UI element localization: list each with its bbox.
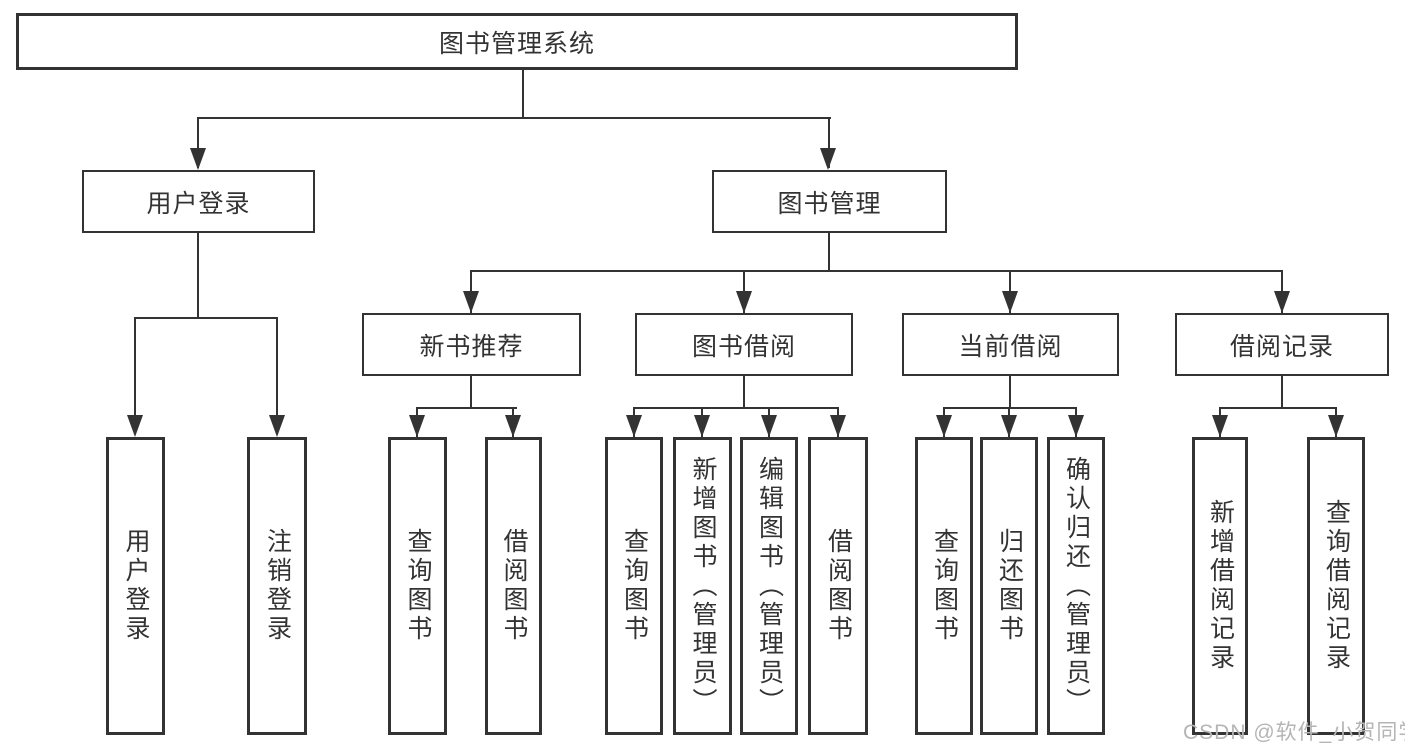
leaf-query-book-borrow: 查询图书 (605, 437, 663, 735)
arrow-down-icon (1002, 291, 1018, 313)
connector-line (276, 317, 278, 425)
connector-line (134, 317, 136, 425)
leaf-query-book-current: 查询图书 (915, 437, 973, 735)
arrow-down-icon (1001, 415, 1017, 437)
arrow-down-icon (409, 415, 425, 437)
connector-line (633, 407, 839, 409)
arrow-down-icon (820, 148, 836, 170)
arrow-down-icon (505, 415, 521, 437)
leaf-logout: 注销登录 (247, 437, 307, 735)
arrow-down-icon (127, 415, 143, 437)
node-user-login: 用户登录 (82, 170, 315, 233)
connector-line (134, 317, 278, 319)
arrow-down-icon (1328, 415, 1344, 437)
connector-line (197, 117, 199, 168)
arrow-down-icon (1212, 415, 1228, 437)
arrow-down-icon (936, 415, 952, 437)
node-new-book-recommend: 新书推荐 (362, 313, 581, 376)
leaf-edit-book-admin: 编辑图书（管理员） (740, 437, 798, 735)
watermark-text: CSDN @软件_小贺同学 (1183, 721, 1405, 744)
leaf-borrow-book-recommend: 借阅图书 (485, 437, 542, 735)
arrow-down-icon (694, 415, 710, 437)
node-current-borrow: 当前借阅 (902, 313, 1119, 376)
connector-line (197, 233, 199, 319)
arrow-down-icon (1274, 291, 1290, 313)
arrow-down-icon (1068, 415, 1084, 437)
arrow-down-icon (269, 415, 285, 437)
connector-line (828, 233, 830, 270)
arrow-down-icon (463, 291, 479, 313)
connector-line (743, 376, 745, 407)
leaf-add-book-admin: 新增图书（管理员） (673, 437, 732, 735)
connector-line (416, 407, 517, 409)
arrow-down-icon (761, 415, 777, 437)
connector-line (1281, 376, 1283, 407)
connector-line (470, 376, 472, 407)
leaf-return-book: 归还图书 (980, 437, 1038, 735)
leaf-borrow-book-borrow: 借阅图书 (808, 437, 868, 735)
connector-line (943, 407, 1077, 409)
leaf-add-borrow-record: 新增借阅记录 (1192, 437, 1248, 735)
leaf-user-login: 用户登录 (106, 437, 165, 735)
node-borrow-record: 借阅记录 (1175, 313, 1389, 376)
node-library-management-system: 图书管理系统 (16, 13, 1018, 70)
connector-line (828, 117, 830, 168)
connector-line (1009, 376, 1011, 407)
leaf-query-book-recommend: 查询图书 (388, 437, 447, 735)
node-book-management: 图书管理 (712, 170, 947, 233)
node-book-borrow: 图书借阅 (635, 313, 853, 376)
leaf-confirm-return-admin: 确认归还（管理员） (1047, 437, 1105, 735)
leaf-query-borrow-record: 查询借阅记录 (1307, 437, 1365, 735)
arrow-down-icon (190, 148, 206, 170)
arrow-down-icon (830, 415, 846, 437)
arrow-down-icon (736, 291, 752, 313)
connector-line (522, 70, 524, 117)
connector-line (197, 117, 831, 119)
arrow-down-icon (626, 415, 642, 437)
connector-line (1219, 407, 1337, 409)
connector-line (470, 270, 1283, 272)
